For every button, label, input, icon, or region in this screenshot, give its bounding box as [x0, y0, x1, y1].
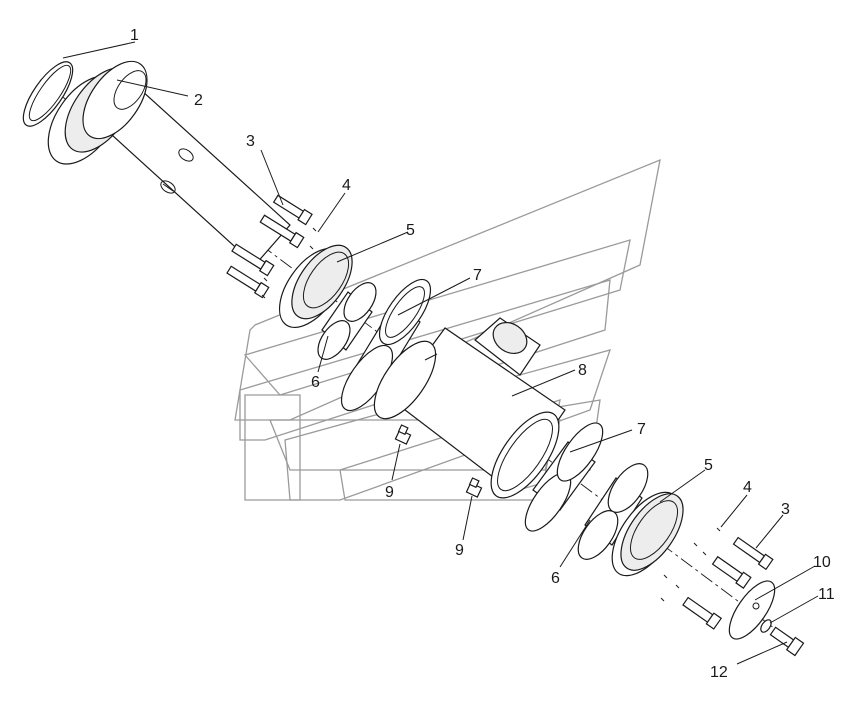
seal-flange-right — [611, 491, 684, 577]
callout-7-right: 7 — [637, 421, 646, 438]
callout-3-right: 3 — [781, 501, 790, 518]
grease-nipple-2 — [465, 477, 483, 498]
callout-11: 11 — [818, 586, 835, 603]
callout-9-right: 9 — [455, 542, 464, 559]
bolt-set-left — [226, 194, 317, 299]
bearing-ring-right — [524, 422, 604, 532]
callout-6-right: 6 — [551, 570, 560, 587]
callout-4-left: 4 — [342, 177, 351, 194]
housing-body — [373, 317, 566, 499]
o-ring-left — [22, 61, 74, 127]
callout-2: 2 — [194, 92, 203, 109]
callout-6-left: 6 — [311, 374, 320, 391]
leader-lines — [62, 41, 819, 665]
axle-shaft — [47, 60, 291, 266]
callout-7-left: 7 — [473, 267, 482, 284]
seal-flange-left — [278, 244, 353, 328]
callout-9-left: 9 — [385, 484, 394, 501]
bolt-set-right — [660, 527, 774, 630]
callout-12: 12 — [710, 664, 728, 681]
bearing-ring-left — [340, 278, 432, 412]
callout-5-left: 5 — [406, 222, 415, 239]
end-bolt — [769, 626, 805, 657]
bushing-right — [577, 463, 649, 560]
end-washer — [760, 619, 772, 633]
callout-10: 10 — [813, 554, 831, 571]
callout-4-right: 4 — [743, 479, 752, 496]
callout-3-left: 3 — [246, 133, 255, 150]
grease-nipple-1 — [394, 424, 412, 445]
callout-1: 1 — [130, 27, 139, 44]
callout-5-right: 5 — [704, 457, 713, 474]
callout-labels: 1 2 3 4 5 6 7 8 9 9 7 5 4 3 6 10 11 12 — [130, 27, 835, 681]
callout-8: 8 — [578, 362, 587, 379]
